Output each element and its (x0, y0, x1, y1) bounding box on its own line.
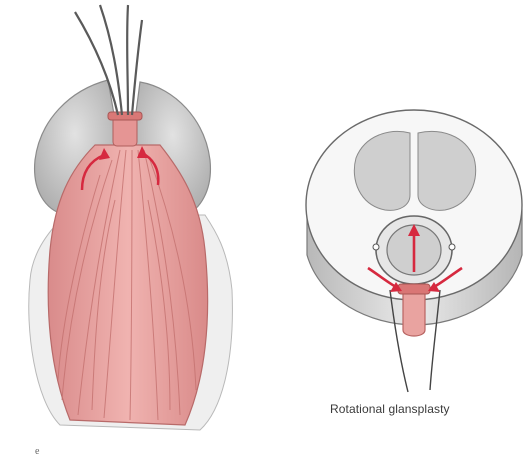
panel-letter: e (35, 446, 39, 457)
urethra-tube (403, 288, 425, 336)
right-illustration (306, 110, 522, 392)
urethra-cap (398, 284, 430, 294)
left-illustration (29, 5, 233, 430)
suture-point-left (373, 244, 379, 250)
urethral-meatus-rim (108, 112, 142, 120)
figure-caption: Rotational glansplasty (330, 402, 450, 416)
suture-point-right (449, 244, 455, 250)
